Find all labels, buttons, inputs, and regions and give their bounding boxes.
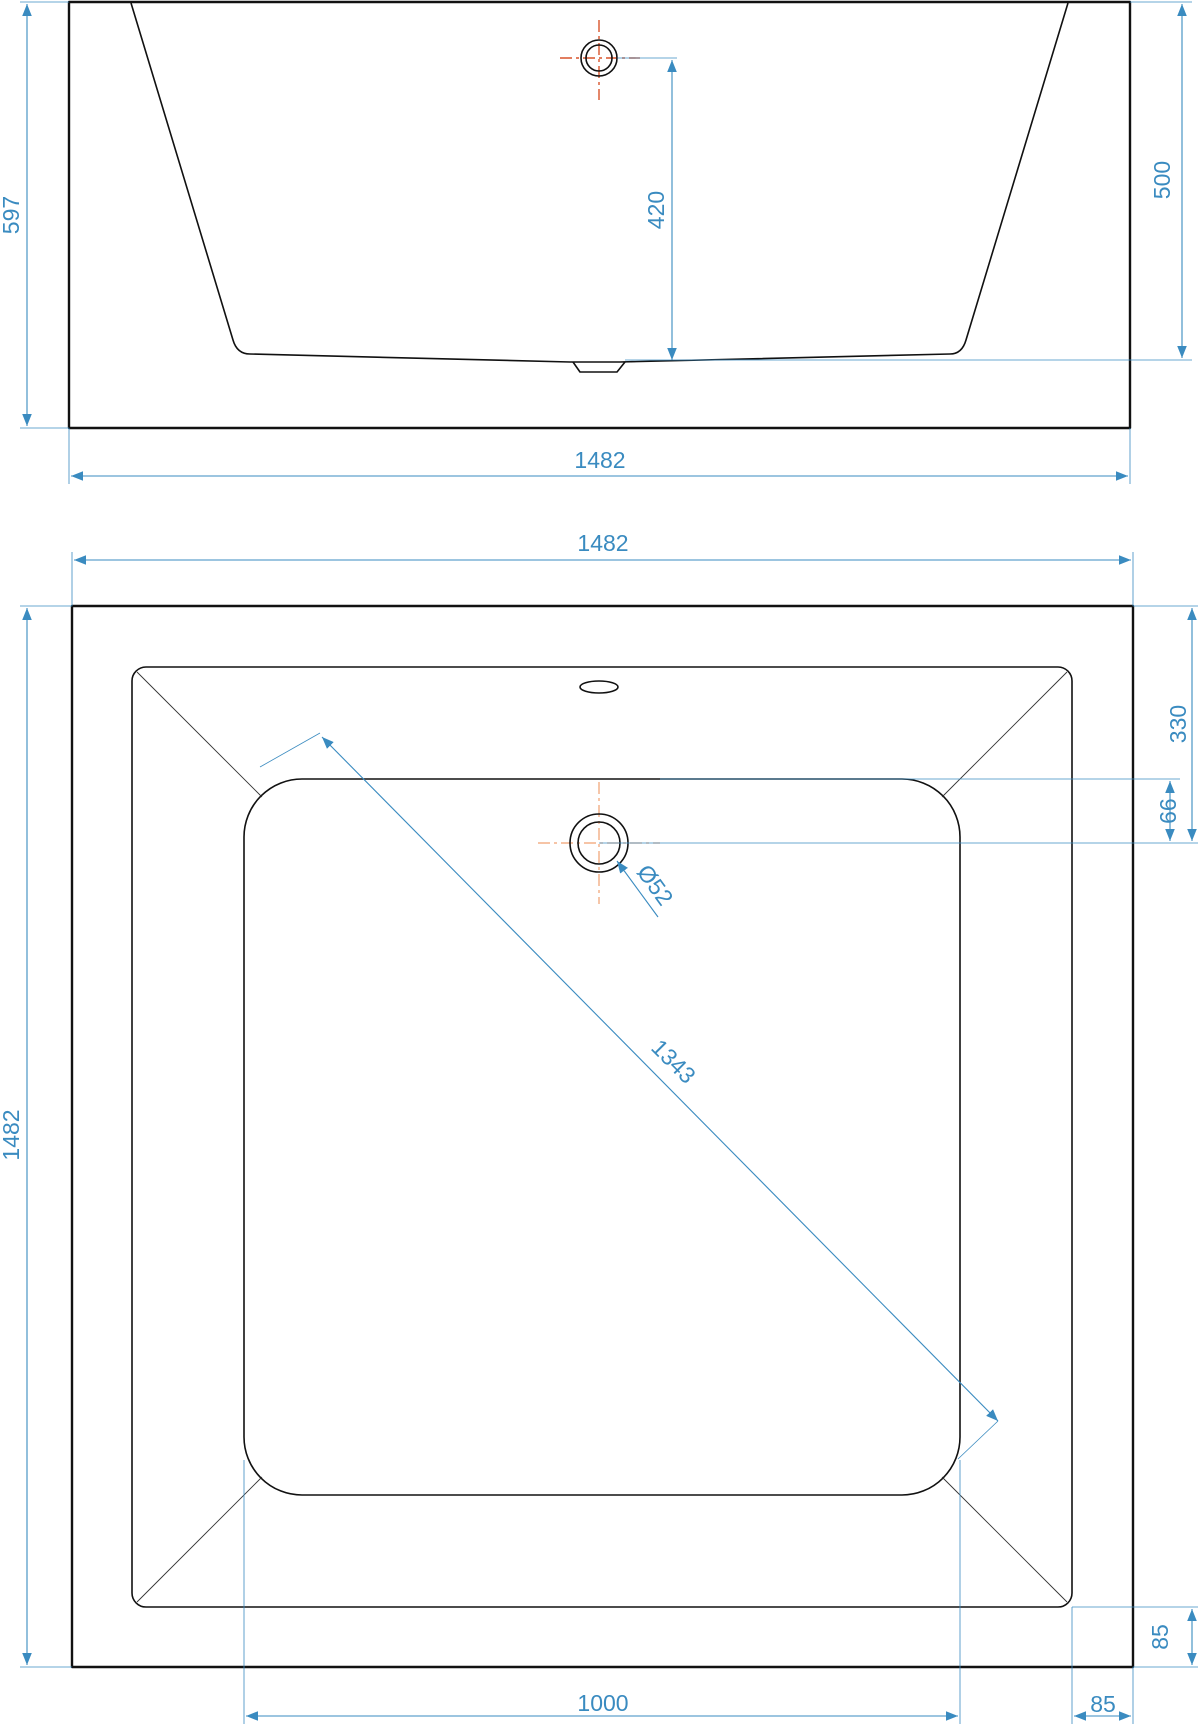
plan-view-basin-edge — [131, 666, 1073, 1608]
dimension-85-vertical: 85 — [1072, 1606, 1198, 1668]
dimension-1343: 1343 — [259, 732, 999, 1460]
basin-corner-creases — [136, 671, 1068, 1603]
side-view-outer-frame — [67, 0, 1132, 430]
dimension-99-label: 99 — [1155, 798, 1181, 824]
dimension-1482-left: 1482 — [0, 605, 72, 1668]
dimension-597: 597 — [0, 1, 69, 429]
side-view-drain-outlet — [572, 361, 626, 373]
overflow-hole-plan — [579, 680, 619, 694]
dimension-1000-label: 1000 — [577, 1690, 628, 1716]
dimension-99: 99 — [660, 778, 1181, 841]
dimension-85-vertical-label: 85 — [1147, 1624, 1173, 1650]
dimension-500-label: 500 — [1149, 161, 1175, 199]
plan-view-floor — [243, 778, 961, 1496]
dimension-diameter-52-label: Ø52 — [632, 860, 679, 910]
dimension-597-label: 597 — [0, 196, 24, 234]
dimension-85-horizontal: 85 — [1071, 1607, 1134, 1724]
side-view: 597 420 500 1482 — [0, 0, 1192, 484]
dimension-diameter-52: Ø52 — [616, 860, 679, 918]
plan-view-outer-rim — [70, 604, 1135, 1669]
plan-view: Ø52 1343 1482 1482 330 — [0, 530, 1198, 1724]
dimension-1000: 1000 — [243, 1460, 961, 1724]
dimension-500: 500 — [625, 1, 1192, 361]
dimension-330: 330 — [599, 605, 1198, 844]
dimension-420-label: 420 — [643, 191, 669, 229]
dimension-1482-side: 1482 — [68, 428, 1131, 484]
dimension-1482-top-label: 1482 — [577, 530, 628, 556]
overflow-centerline-mark — [560, 20, 640, 100]
overflow-hole-inner — [585, 44, 613, 72]
side-view-tub-profile — [130, 2, 1069, 363]
dimension-1482-side-label: 1482 — [574, 447, 625, 473]
dimension-330-label: 330 — [1165, 705, 1191, 743]
dimension-85-horizontal-label: 85 — [1090, 1691, 1116, 1717]
dimension-1343-label: 1343 — [646, 1034, 701, 1089]
dimension-1482-top: 1482 — [71, 530, 1134, 606]
dimension-420: 420 — [617, 57, 677, 360]
dimension-1482-left-label: 1482 — [0, 1109, 24, 1160]
